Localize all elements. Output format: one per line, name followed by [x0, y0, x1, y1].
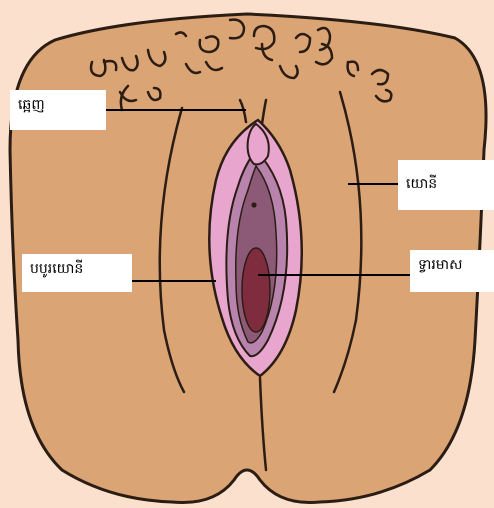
label-vaginal-opening: ទ្វារមាស — [410, 250, 494, 292]
label-clitoris: ឆ្អេញ — [10, 90, 106, 130]
label-vulva: យោនី — [398, 160, 494, 210]
label-labia: បបូរយោនី — [22, 254, 132, 292]
urethral-opening — [251, 202, 256, 207]
vaginal-opening — [242, 248, 270, 332]
